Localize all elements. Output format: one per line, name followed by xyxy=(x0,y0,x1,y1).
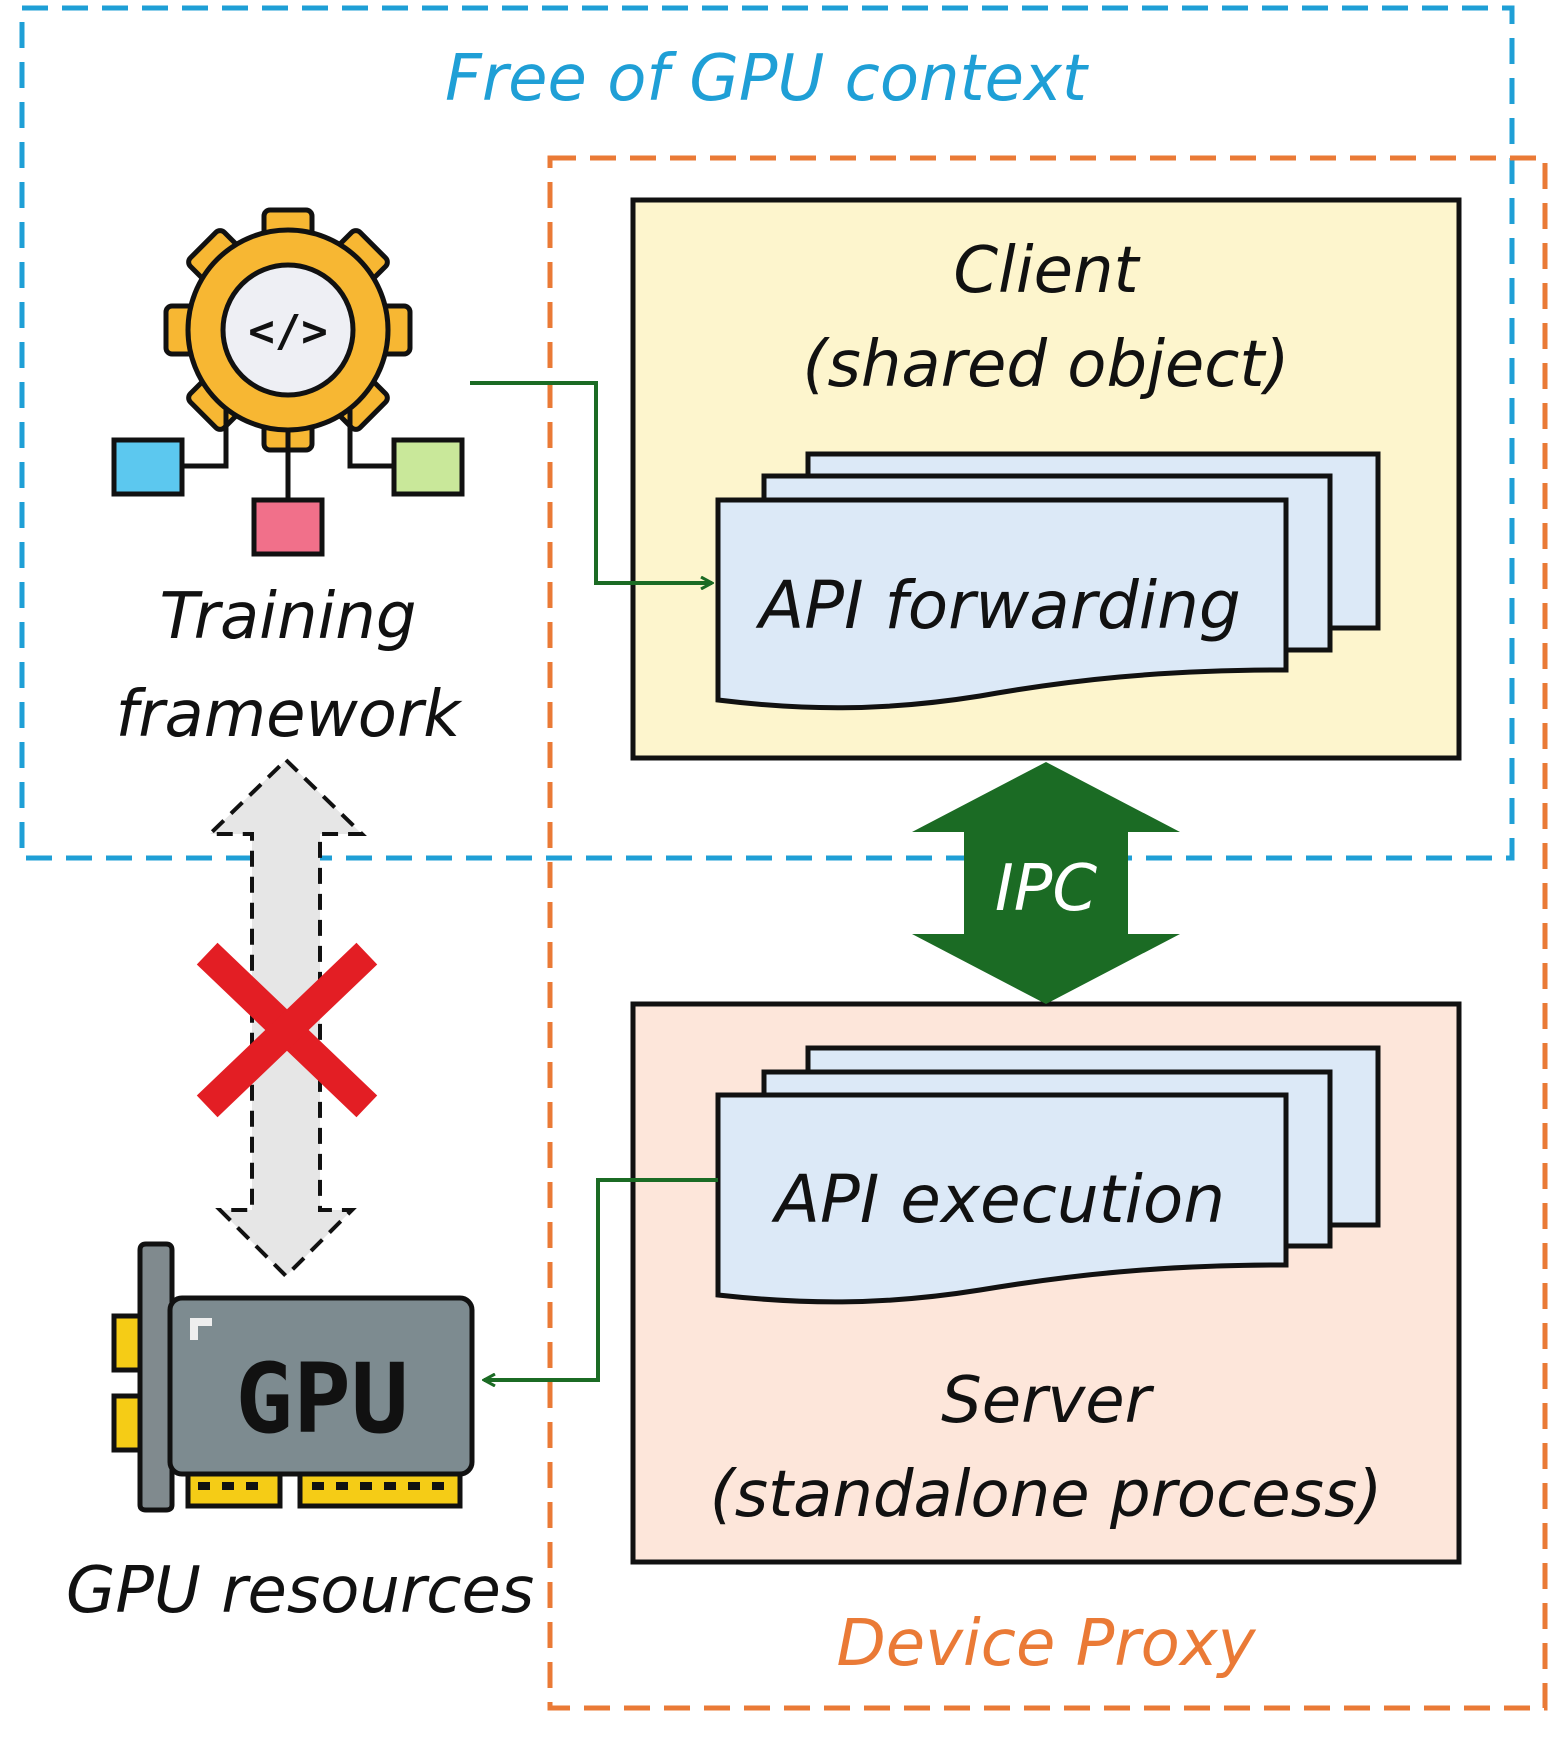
client-subtitle: (shared object) xyxy=(803,328,1290,402)
server-title: Server xyxy=(941,1364,1155,1438)
blocked-cross-icon xyxy=(196,942,378,1118)
training-label-line2: framework xyxy=(116,678,464,752)
ipc-double-arrow xyxy=(912,762,1180,1004)
free-of-gpu-context-region xyxy=(19,5,1515,861)
gpu-card-icon: GPU xyxy=(111,1241,475,1513)
training-label-line1: Training xyxy=(160,580,417,654)
gpu-chip-text: GPU xyxy=(235,1343,408,1455)
svg-text:</>: </> xyxy=(248,306,327,357)
server-subtitle: (standalone process) xyxy=(710,1458,1383,1532)
device-proxy-region xyxy=(547,155,1548,1711)
api-forwarding-pages xyxy=(715,451,1381,711)
api-execution-pages xyxy=(715,1045,1381,1305)
training-to-forwarding-connector xyxy=(470,381,712,583)
execution-to-gpu-connector xyxy=(484,1178,718,1380)
api-execution-label: API execution xyxy=(771,1161,1225,1238)
client-title: Client xyxy=(953,234,1141,308)
ipc-label: IPC xyxy=(995,852,1097,926)
free-of-gpu-context-label: Free of GPU context xyxy=(445,42,1090,116)
api-forwarding-label: API forwarding xyxy=(755,567,1241,644)
device-proxy-label: Device Proxy xyxy=(836,1607,1256,1681)
gpu-resources-label: GPU resources xyxy=(66,1554,534,1628)
code-gear-icon: </> xyxy=(111,207,465,557)
